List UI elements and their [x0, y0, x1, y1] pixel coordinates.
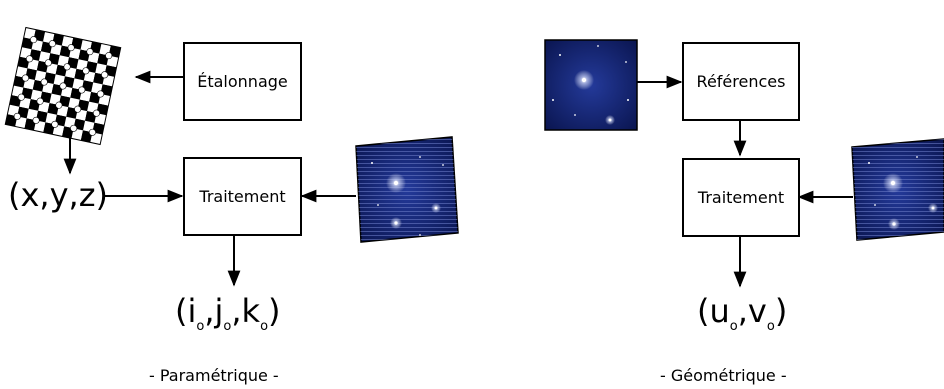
output-j-sub: o — [223, 319, 232, 334]
references-label: Références — [696, 72, 786, 91]
calibration-dot — [88, 128, 96, 136]
calibration-dot — [70, 124, 78, 132]
output-close-paren-right: ) — [774, 292, 788, 330]
output-i-sub: o — [196, 319, 205, 334]
output-v: v — [747, 292, 767, 330]
calibration-dot — [48, 40, 56, 48]
calibration-dot — [86, 48, 94, 56]
processing-box-left: Traitement — [183, 157, 302, 236]
calibration-box: Étalonnage — [183, 42, 302, 121]
acquired-image-left — [355, 136, 459, 243]
references-box: Références — [682, 42, 800, 121]
calibration-dot — [101, 71, 109, 79]
calibration-dot — [55, 101, 63, 109]
calibration-dot — [82, 67, 90, 75]
output-sep-2: , — [231, 292, 242, 330]
calibration-dot — [92, 109, 100, 117]
calibration-dot — [63, 63, 71, 71]
input-coordinates-text: (x,y,z) — [8, 176, 108, 214]
calibration-dot — [32, 116, 40, 124]
checkerboard-image — [4, 26, 122, 146]
calibration-dot — [30, 36, 38, 44]
processing-label-left: Traitement — [199, 187, 286, 206]
output-geometric: (uo,vo) — [697, 292, 787, 334]
output-open-paren-right: ( — [697, 292, 710, 330]
output-sep-1: , — [204, 292, 215, 330]
output-i: i — [187, 292, 197, 330]
calibration-dot — [78, 86, 86, 94]
output-u: u — [709, 292, 730, 330]
processing-box-right: Traitement — [682, 158, 800, 237]
calibration-dot — [36, 97, 44, 105]
calibration-dot — [21, 74, 29, 82]
calibration-dot — [26, 55, 34, 63]
output-close-paren: ) — [268, 292, 281, 330]
output-k-sub: o — [260, 319, 269, 334]
calibration-dot — [13, 112, 21, 120]
calibration-dot — [105, 52, 113, 60]
calibration-dot — [44, 59, 52, 67]
output-v-sub: o — [766, 319, 775, 334]
output-parametric: (io,jo,ko) — [175, 292, 281, 334]
acquired-image-right — [851, 138, 944, 241]
input-coordinates: (x,y,z) — [8, 176, 108, 214]
output-j: j — [214, 292, 224, 330]
calibration-dot — [59, 82, 67, 90]
calibration-dot — [97, 90, 105, 98]
caption-geometric: - Géométrique - — [660, 366, 787, 385]
output-u-sub: o — [729, 319, 738, 334]
processing-label-right: Traitement — [697, 188, 785, 207]
calibration-dot — [17, 93, 25, 101]
caption-parametric: - Paramétrique - — [149, 366, 279, 385]
calibration-dot — [67, 44, 75, 52]
calibration-dot — [51, 120, 59, 128]
calibration-label: Étalonnage — [197, 72, 288, 91]
calibration-dot — [40, 78, 48, 86]
reference-image — [544, 39, 638, 131]
calibration-dot — [74, 105, 82, 113]
output-open-paren: ( — [175, 292, 188, 330]
output-k: k — [241, 292, 261, 330]
output-sep-right: , — [737, 292, 748, 330]
